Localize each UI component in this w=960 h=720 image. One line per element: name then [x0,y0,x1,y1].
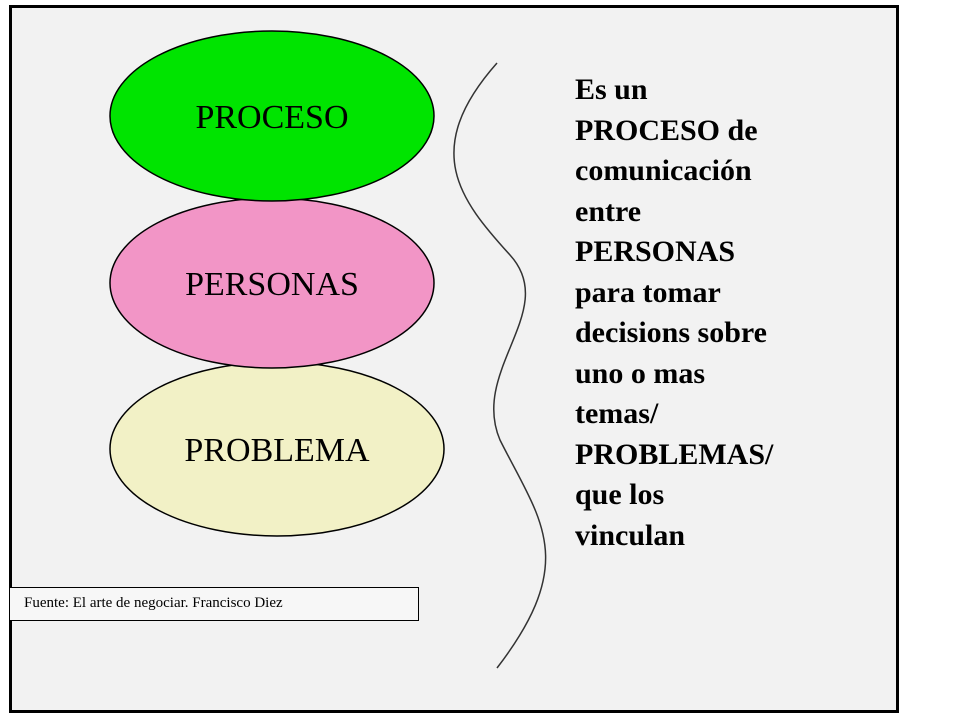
definition-line: para tomar [575,275,721,309]
definition-line: decisions sobre [575,316,767,349]
oval-proceso-shape [109,30,435,202]
definition-text: Es un PROCESO de comunicación entre PERS… [575,70,875,556]
source-citation: Fuente: El arte de negociar. Francisco D… [9,587,419,621]
definition-line: temas/ [575,397,659,430]
definition-line: Es un [575,73,648,106]
definition-line: comunicación [575,154,752,187]
definition-line: PERSONAS [575,235,736,268]
oval-personas-label: PERSONAS [185,266,359,303]
definition-line: vinculan [575,518,686,552]
definition-line: que los [575,478,665,511]
oval-problema: PROBLEMA [109,361,445,537]
oval-problema-label: PROBLEMA [184,432,370,469]
definition-line: PROCESO de [575,113,758,147]
oval-proceso: PROCESO [109,30,435,202]
definition-line: entre [575,194,642,228]
definition-line: PROBLEMAS/ [575,437,774,471]
oval-personas: PERSONAS [109,197,435,369]
oval-proceso-label: PROCESO [195,99,348,136]
wavy-divider [453,62,547,669]
definition-line: uno o mas [575,356,706,390]
